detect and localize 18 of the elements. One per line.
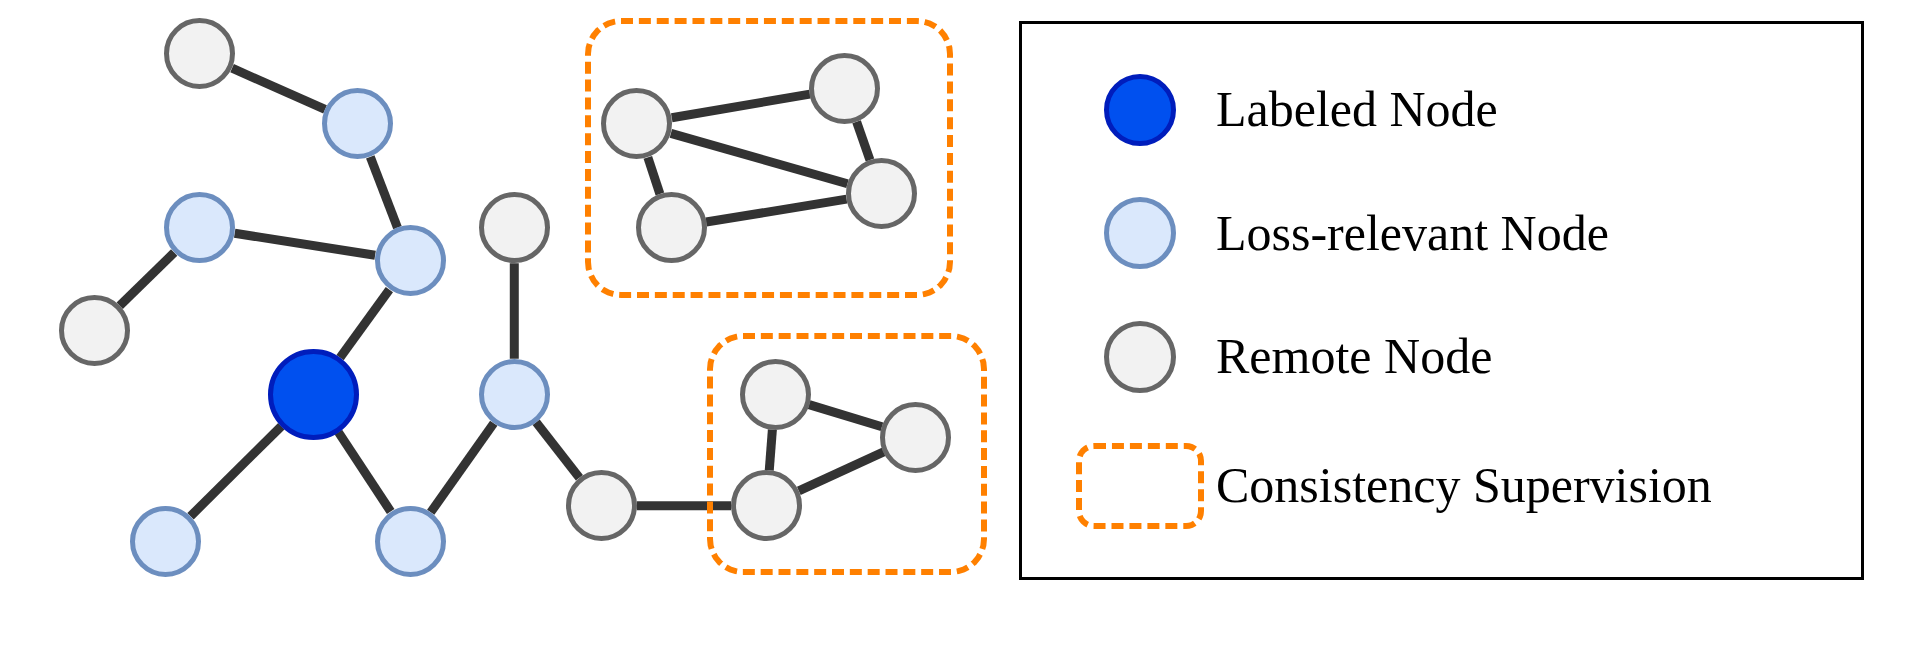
legend-label: Remote Node bbox=[1216, 327, 1493, 387]
legend-label: Labeled Node bbox=[1216, 80, 1498, 140]
edge-line bbox=[233, 228, 376, 260]
edge-line bbox=[334, 429, 395, 515]
edge-line bbox=[671, 89, 811, 123]
edge-line bbox=[764, 429, 777, 471]
edge-line bbox=[336, 286, 393, 361]
edge-line bbox=[705, 194, 848, 227]
legend-label: Loss-relevant Node bbox=[1216, 203, 1609, 263]
edge-line bbox=[187, 423, 285, 520]
legend-label: Consistency Supervision bbox=[1216, 456, 1712, 516]
edge-line bbox=[427, 420, 498, 515]
edge-line bbox=[116, 249, 178, 310]
edge-line bbox=[532, 419, 583, 481]
group-box bbox=[706, 333, 987, 576]
group-box bbox=[585, 18, 953, 298]
edge-line bbox=[636, 501, 731, 511]
edge-line bbox=[509, 263, 519, 359]
